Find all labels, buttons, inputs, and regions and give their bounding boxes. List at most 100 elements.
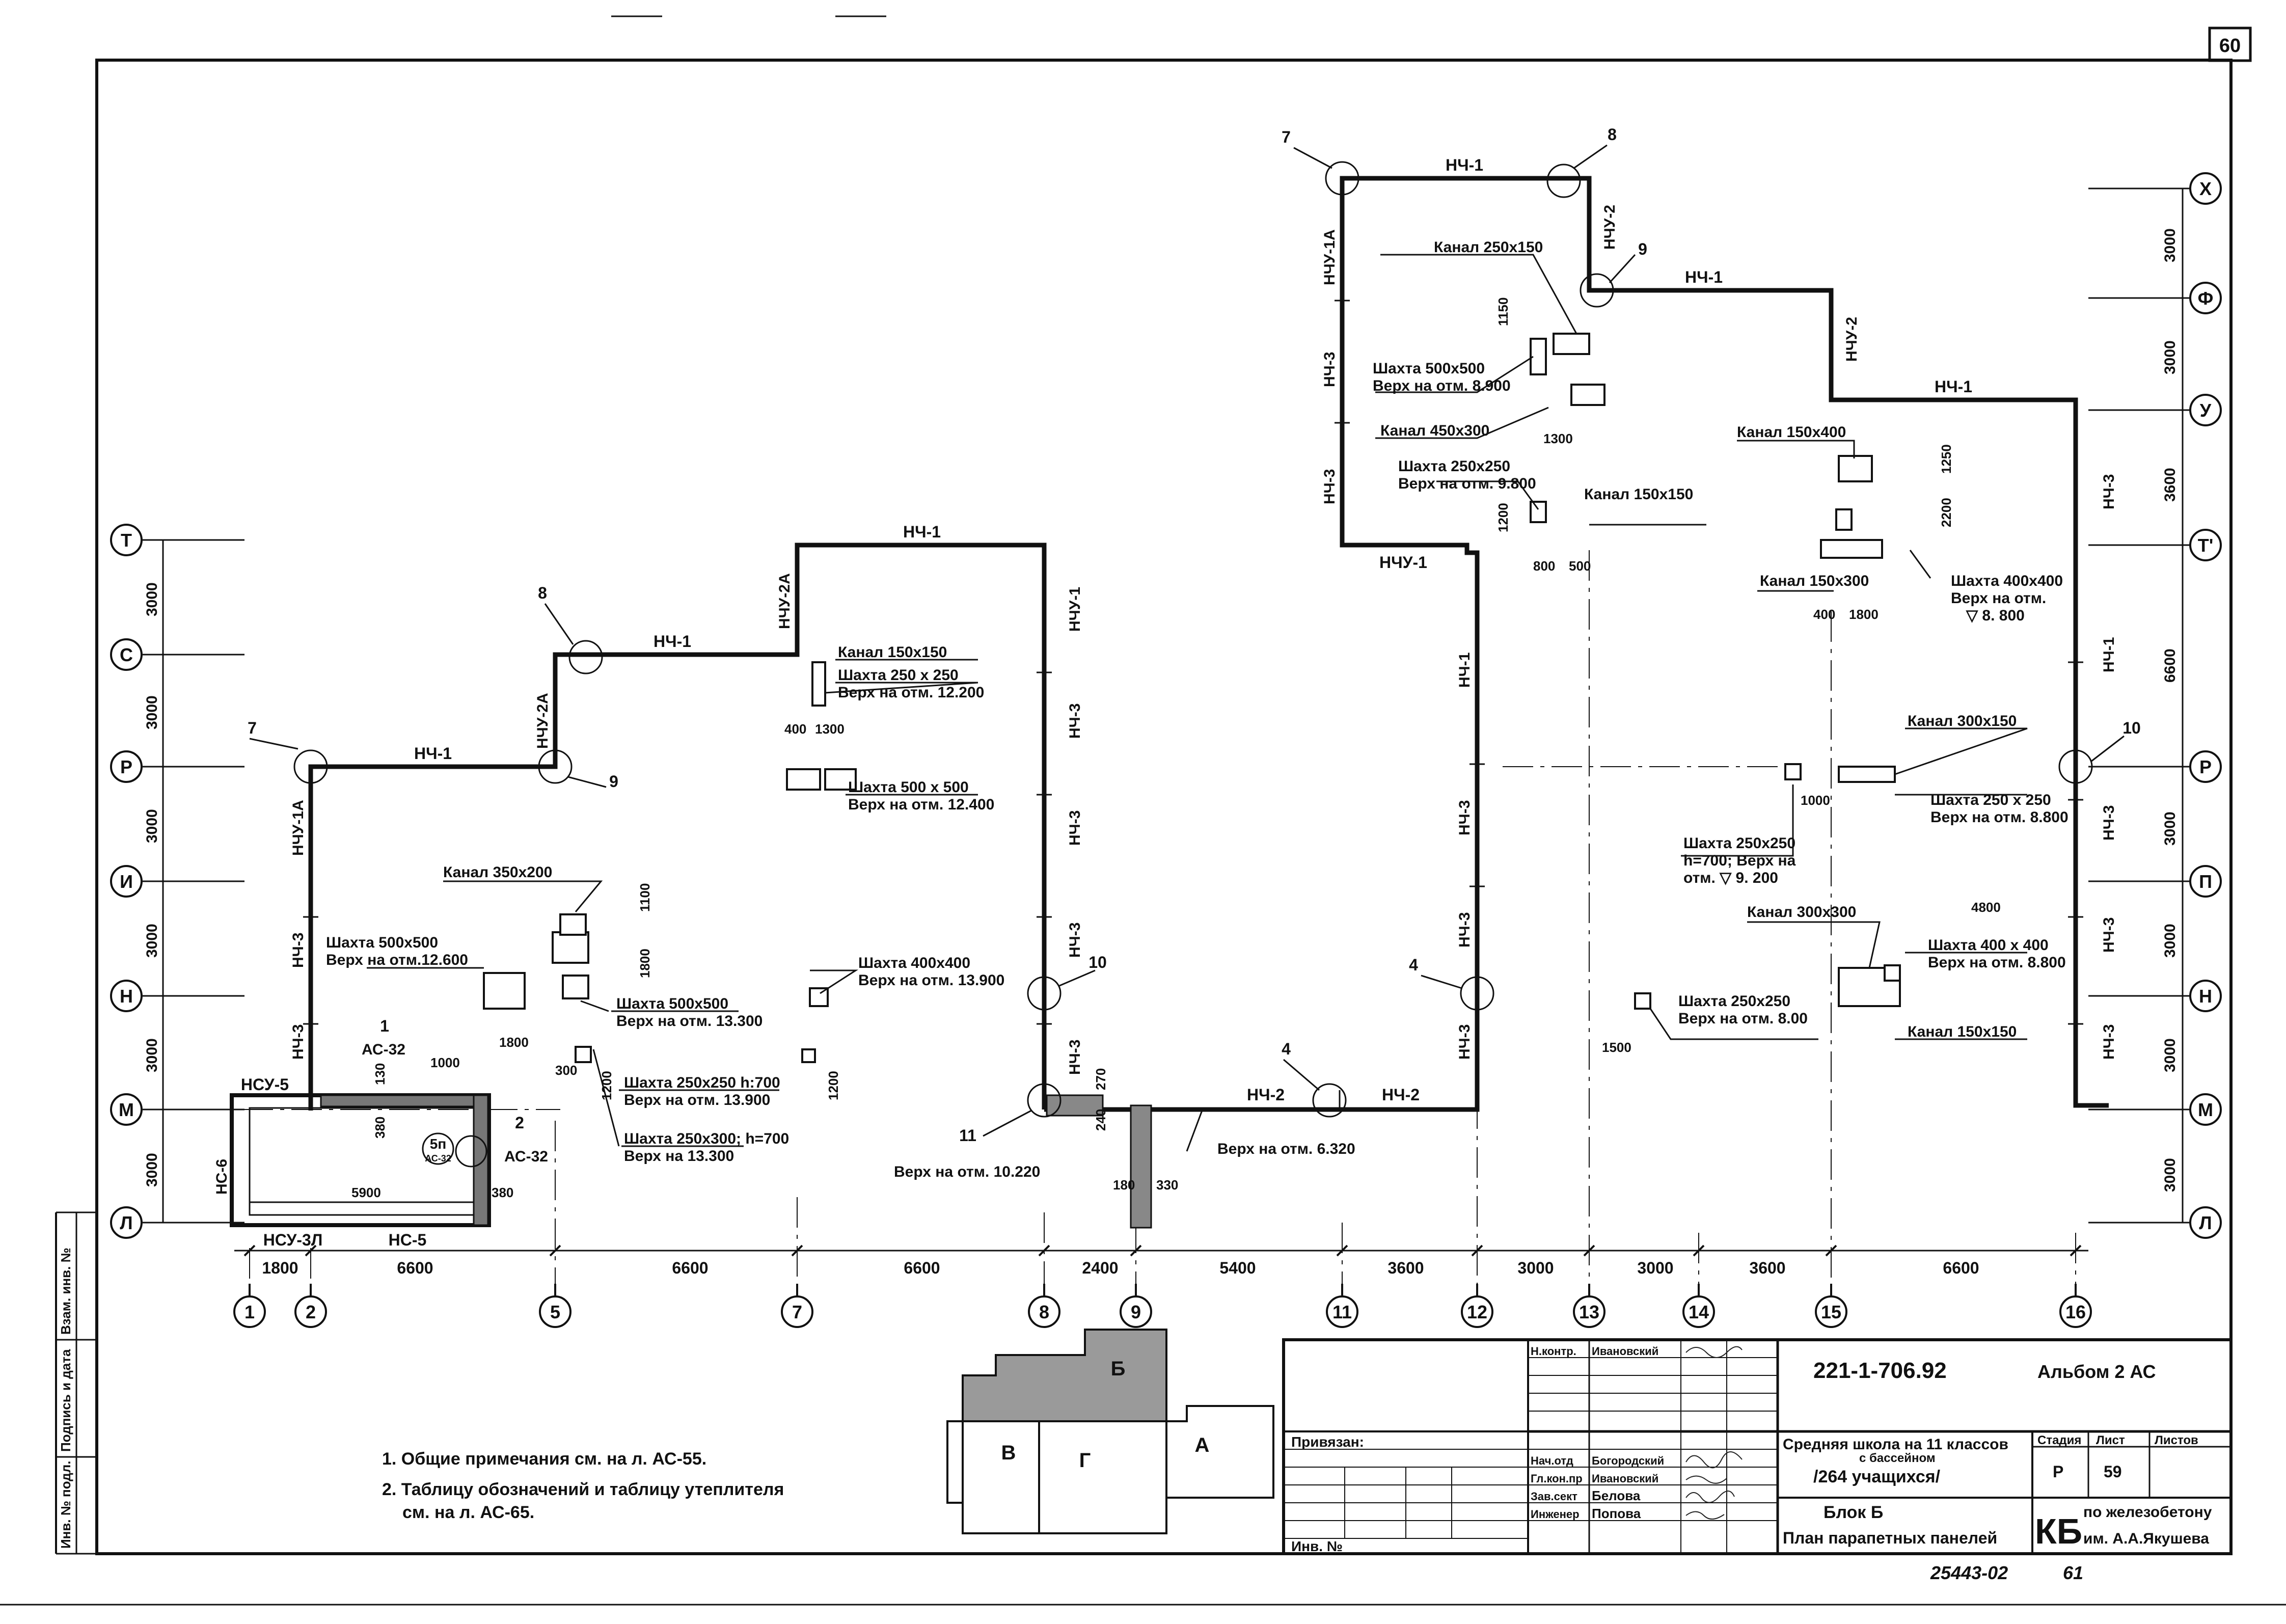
axis-label-9: 9 [1131,1302,1141,1322]
tb-sheet-title: План парапетных панелей [1783,1529,1997,1547]
ac32-label-1: АС-32 [362,1041,405,1058]
node-7-left: 7 [248,719,257,737]
panel-nsu5: НСУ-5 [241,1075,289,1094]
dim-chain-bottom [234,1244,2088,1257]
ac32-label-2: АС-32 [504,1148,548,1165]
panel-labels-vertical: НЧУ-1А НЧ-3 НЧ-3 НЧУ-2А НЧУ-2А НЧУ-1 НЧ-… [213,205,2117,1195]
tb-project-3: /264 учащихся/ [1813,1467,1941,1486]
node-8-right: 8 [1608,125,1617,144]
wall-piece-axis9 [1046,1094,1152,1229]
node-4-a: 4 [1282,1040,1291,1058]
parapet-outline-left [308,543,1047,1111]
shafts [483,333,1901,1063]
tb-zav-sekt-name: Белова [1592,1488,1641,1503]
axis-bubbles-right [2189,172,2222,1239]
panel-nchu2a-b: НЧУ-2А [776,573,793,629]
dim-5900: 5900 [351,1185,381,1200]
panel-nchu1-h: НЧУ-1 [1379,553,1427,572]
dim-1250: 1250 [1939,444,1954,474]
side-stamp-sign: Подпись и дата [58,1349,73,1452]
verkh-10220: Верх на отм. 10.220 [894,1163,1040,1180]
node-1: 1 [380,1017,389,1035]
span-2-5: 6600 [397,1259,433,1277]
axis-label-11: 11 [1332,1302,1352,1322]
kanal-450x300: Канал 450х300 [1380,422,1489,439]
shakhta-400-8800-top-l1: Шахта 400х400 [1951,573,2063,589]
side-stamp: Инв. № подл. Подпись и дата Взам. инв. № [58,1248,73,1549]
panel-nchu2-b: НЧУ-2 [1843,317,1860,362]
title-block-text: Привязан: Инв. № 221-1-706.92 Альбом 2 А… [1291,1345,2212,1554]
axis-left-T: Т [121,530,132,551]
panel-nch3-mid-4: НЧ-3 [1067,1040,1083,1075]
tb-n-kontr-name: Ивановский [1592,1345,1658,1358]
span-12-13: 3000 [1517,1259,1554,1277]
shakhta-400-8800-top-l2: Верх на отм. [1951,590,2046,607]
axis-label-16: 16 [2065,1302,2086,1322]
panel-ns6: НС-6 [213,1159,230,1195]
local-dimensions: 1100 1800 1000 1800 130 380 5900 380 300… [351,297,2001,1200]
key-plan-B: Б [1111,1358,1126,1380]
shakhta-250-9200-l3: отм. ▽ 9. 200 [1683,870,1778,886]
panel-nch1-v-a: НЧ-1 [1456,653,1473,688]
shakhta-500-13300-l1: Шахта 500х500 [616,995,728,1012]
tb-zav-sekt: Зав.сект [1531,1490,1577,1503]
axis-label-15: 15 [1821,1302,1841,1322]
shakhta-250-700-l1: Шахта 250х250 h:700 [624,1074,780,1091]
shakhta-250-9800-l2: Верх на отм. 9.800 [1398,475,1536,492]
shakhta-400-8800-bot-l2: Верх на отм. 8.800 [1928,954,2066,971]
axis-left-L: Л [120,1212,132,1233]
tb-list-h: Лист [2096,1433,2125,1447]
span-13-14: 3000 [1637,1259,1673,1277]
key-plan-V: В [1001,1442,1016,1464]
note-1: 1. Общие примечания см. на л. АС-55. [382,1449,706,1469]
span-left-3: 3000 [144,809,160,843]
dim-4800: 4800 [1971,900,2001,915]
tb-inzhener-name: Попова [1592,1506,1641,1521]
shakhta-250x300-l1: Шахта 250х300; h=700 [624,1130,789,1147]
span-left-1: 3000 [144,582,160,616]
span-1-2: 1800 [262,1259,298,1277]
shakhta-500-12400-l2: Верх на отм. 12.400 [848,796,994,813]
axis-label-12: 12 [1467,1302,1487,1322]
note-2b: см. на л. АС-65. [402,1503,534,1522]
shakhta-500-8900-l2: Верх на отм. 8.900 [1373,377,1511,394]
node-2: 2 [515,1114,524,1132]
axis-bubbles-left [110,524,143,1239]
tb-project-2: с бассейном [1859,1451,1936,1465]
dim-300: 300 [555,1063,577,1078]
kanal-150x150-mid: Канал 150х150 [838,644,947,661]
axis-left-spans: 3000 3000 3000 3000 3000 3000 [144,582,160,1187]
axis-label-13: 13 [1579,1302,1599,1322]
axis-right-P: П [2199,871,2212,892]
dim-1300-b: 1300 [1543,431,1573,446]
parapet-outline-right [1340,176,2109,1108]
span-right-5: 3000 [2162,811,2179,846]
panel-nch1-right: НЧ-1 [2101,637,2117,672]
annotation-texts: АС-32 АС-32 Канал 350х200 Шахта 500х500 … [326,239,2069,1180]
axis-right-R: Р [2199,756,2212,777]
dim-380-b: 380 [492,1185,513,1200]
span-8-9: 2400 [1082,1259,1118,1277]
axis-bubbles-bottom [233,1284,2092,1328]
dim-1200-b: 1200 [826,1071,841,1100]
axis-right-F: Ф [2198,288,2214,309]
dim-400-a: 400 [784,721,806,737]
tb-org-logo: КБ [2035,1511,2082,1551]
tb-inzhener: Инженер [1531,1508,1580,1521]
shakhta-250-9800-l1: Шахта 250х250 [1398,458,1510,475]
parapet-outline-mid [1044,548,1480,1112]
kanal-300x150: Канал 300х150 [1908,713,2017,729]
key-plan-G: Г [1079,1449,1091,1472]
panel-nch3-v-c: НЧ-3 [1456,912,1473,948]
shakhta-500-12400-l1: Шахта 500 х 500 [848,779,969,796]
shakhta-250-8800-l1: Шахта 250 х 250 [1930,792,2051,808]
tb-doc-code: 221-1-706.92 [1813,1358,1947,1383]
shakhta-250-800-l2: Верх на отм. 8.00 [1678,1010,1808,1027]
axis-left-M: М [119,1099,134,1120]
key-plan-labels: Б В Г А [1001,1358,1210,1472]
span-left-6: 3000 [144,1153,160,1187]
panel-nch1-d: НЧ-1 [1446,156,1483,174]
kanal-300x300: Канал 300х300 [1747,904,1856,921]
annotation-leaders [367,254,2028,1152]
axis-right-Kh: Х [2199,178,2212,199]
